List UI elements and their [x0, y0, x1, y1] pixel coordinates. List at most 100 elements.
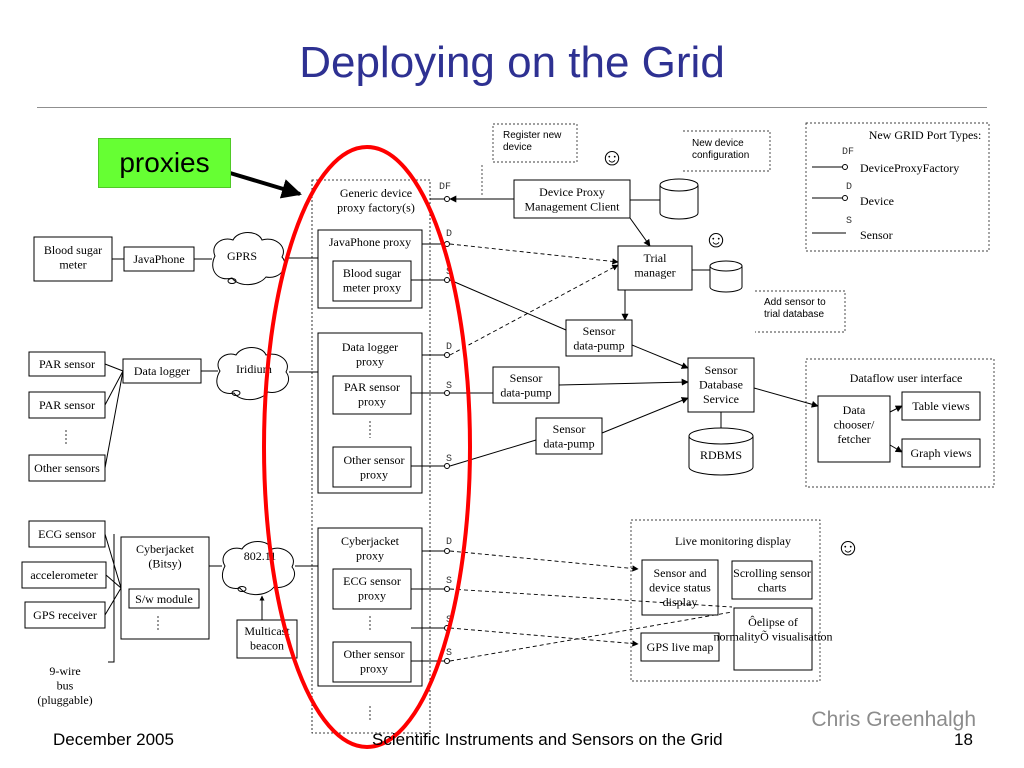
proxies-callout: proxies	[98, 138, 231, 188]
par-sensor-1-label: PAR sensor	[39, 357, 95, 371]
port-d-2: D	[446, 342, 452, 353]
legend-df-code: DF	[842, 147, 854, 158]
gprs-label: GPRS	[227, 249, 257, 263]
port-s-3: S	[446, 454, 452, 465]
port-df: DF	[439, 182, 451, 193]
legend-factory: DeviceProxyFactory	[860, 161, 959, 175]
title-divider	[37, 107, 987, 108]
gps-receiver-box: GPS receiver	[24, 601, 106, 629]
port-stubs	[411, 196, 450, 664]
legend-s-code: S	[846, 216, 852, 227]
graph-views-label: Graph views	[911, 446, 972, 460]
footer-date: December 2005	[53, 730, 174, 749]
device-registration-links	[449, 243, 733, 662]
config-db-cylinder	[659, 178, 699, 220]
par-sensor-1-box: PAR sensor	[28, 351, 106, 377]
javaphone-label: JavaPhone	[133, 252, 184, 266]
rdbms-cylinder: RDBMS	[688, 427, 754, 476]
ecg-sensor-box: ECG sensor	[28, 520, 106, 548]
smiley-3: ☺	[836, 535, 861, 561]
data-logger-label: Data logger	[134, 364, 190, 378]
slide-title: Deploying on the Grid	[299, 38, 725, 87]
par-sensor-2-box: PAR sensor	[28, 391, 106, 419]
wifi-label: 802.11	[244, 549, 277, 563]
wifi-cloud: 802.11	[221, 541, 296, 596]
sw-module-label: S/w module	[135, 592, 193, 606]
author-name: Chris Greenhalgh	[811, 708, 976, 731]
gprs-cloud: GPRS	[212, 232, 286, 286]
cyberjacket-label: Cyberjacket(Bitsy)	[136, 542, 195, 570]
par-sensor-2-label: PAR sensor	[39, 398, 95, 412]
legend-sensor: Sensor	[860, 228, 893, 242]
port-s-4: S	[446, 576, 452, 587]
callout-arrow	[229, 171, 302, 199]
proxies-callout-text: proxies	[119, 147, 210, 178]
port-s-6: S	[446, 648, 452, 659]
table-views-label: Table views	[912, 399, 970, 413]
proxies-highlight-ellipse	[262, 145, 472, 749]
gps-receiver-label: GPS receiver	[33, 608, 97, 622]
data-logger-box: Data logger	[122, 358, 202, 384]
trial-db-cylinder	[709, 260, 743, 293]
iridium-cloud: Iridium	[216, 347, 290, 401]
rdbms-label: RDBMS	[700, 448, 742, 462]
javaphone-box: JavaPhone	[123, 246, 195, 272]
other-sensors-label: Other sensors	[34, 461, 100, 475]
other-sensors-box: Other sensors	[28, 454, 106, 482]
port-d-1: D	[446, 229, 452, 240]
javaphone-proxy-label: JavaPhone proxy	[329, 235, 411, 249]
ecg-sensor-label: ECG sensor	[38, 527, 96, 541]
legend-title: New GRID Port Types:	[869, 128, 982, 142]
port-d-3: D	[446, 537, 452, 548]
legend-device: Device	[860, 194, 894, 208]
port-types-legend: New GRID Port Types: DF DeviceProxyFacto…	[805, 122, 990, 252]
iridium-label: Iridium	[236, 362, 273, 376]
port-s-2: S	[446, 381, 452, 392]
page-number: 18	[954, 730, 973, 749]
smiley-1: ☺	[600, 145, 625, 171]
accelerometer-box: accelerometer	[21, 561, 107, 589]
legend-d-code: D	[846, 182, 852, 193]
smiley-2: ☺	[704, 227, 729, 253]
gps-map-label: GPS live map	[647, 640, 714, 654]
live-title: Live monitoring display	[675, 534, 791, 548]
